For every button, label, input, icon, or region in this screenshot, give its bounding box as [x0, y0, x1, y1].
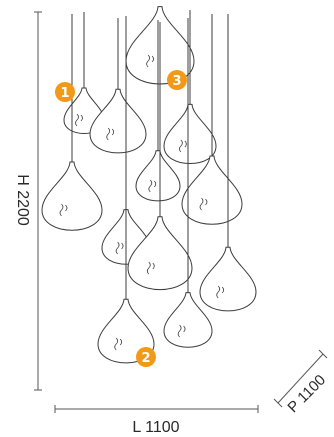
length-label: L 1100: [132, 419, 179, 436]
pendant-globe: [127, 216, 193, 291]
pendant-filament: [146, 261, 155, 275]
pendant-globe: [135, 150, 181, 202]
marker-2: 2: [136, 347, 156, 367]
pendant-filament: [179, 139, 187, 153]
pendant-globe: [163, 103, 217, 165]
depth-label: P 1100: [284, 371, 329, 416]
marker-1-circle: [55, 82, 75, 102]
height-dimension: [34, 11, 42, 391]
pendant-filament: [75, 113, 83, 127]
pendant-globe: [41, 161, 103, 231]
depth-dimension-tick-bottom: [273, 398, 283, 408]
marker-1-label: 1: [60, 86, 69, 101]
pendant-filament: [106, 127, 115, 141]
pendant-globe: [181, 155, 243, 225]
depth-dimension-line: [277, 353, 324, 404]
pendant-globe: [97, 298, 155, 364]
marker-3: 3: [167, 70, 187, 90]
pendant-filament: [216, 285, 225, 299]
height-label: H 2200: [14, 174, 31, 226]
marker-2-circle: [136, 347, 156, 367]
depth-dimension-tick-top: [318, 349, 328, 359]
pendant-globe: [199, 246, 257, 312]
pendant-filament: [115, 241, 124, 255]
pendant-filament: [146, 54, 154, 68]
depth-dimension: [273, 349, 328, 408]
pendant-lamps-group: [41, 6, 257, 364]
pendant-filament: [59, 203, 68, 217]
marker-3-circle: [167, 70, 187, 90]
length-dimension: [54, 405, 259, 413]
pendant-filament: [148, 179, 157, 193]
pendant-filament: [177, 324, 186, 338]
pendant-globe: [163, 292, 213, 348]
marker-1: 1: [55, 82, 75, 102]
marker-3-label: 3: [172, 74, 181, 89]
marker-2-label: 2: [141, 351, 150, 366]
pendant-globe: [89, 88, 147, 154]
pendant-filament: [114, 337, 123, 351]
pendant-filament: [199, 197, 208, 211]
